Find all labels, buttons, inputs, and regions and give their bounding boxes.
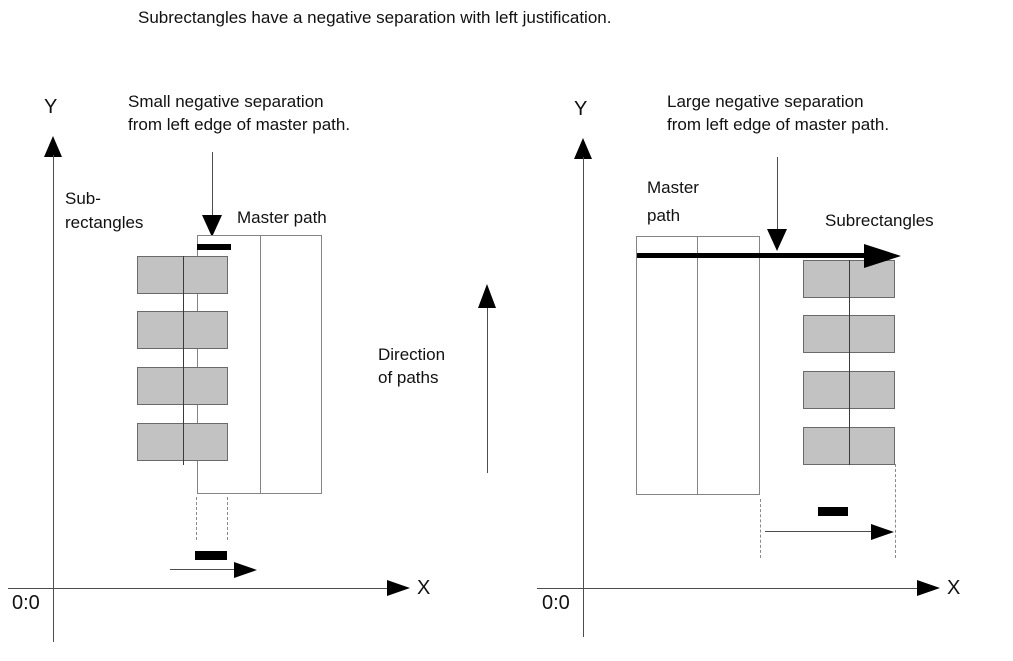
y-axis-label: Y xyxy=(44,96,58,118)
annotation-line: Small negative separation xyxy=(128,92,324,111)
offset-bar xyxy=(195,551,227,560)
master-path-label: Master path xyxy=(647,174,699,230)
subrectangle xyxy=(137,256,228,294)
y-axis-line xyxy=(583,157,584,637)
origin-label: 0:0 xyxy=(542,592,570,614)
direction-label-line: of paths xyxy=(378,368,439,387)
separation-pointer-arrow-icon xyxy=(202,215,222,237)
subrectangle xyxy=(137,367,228,405)
y-axis-arrow-icon xyxy=(574,138,592,159)
offset-arrow-line xyxy=(765,531,875,532)
dashed-guide-right xyxy=(895,464,896,558)
master-path-label-line: path xyxy=(647,206,681,225)
direction-label-line: Direction xyxy=(378,345,446,364)
dashed-guide-right xyxy=(227,497,228,540)
master-path-center-line xyxy=(260,236,261,493)
separation-pointer-line xyxy=(777,157,778,229)
subrectangles-label-line: rectangles xyxy=(65,213,144,232)
separation-arrow-line xyxy=(637,253,867,258)
subrectangles-label: Subrectangles xyxy=(825,211,934,230)
master-path-center-line xyxy=(697,237,698,494)
subrectangles-label: Sub- rectangles xyxy=(65,187,143,235)
figure-title: Subrectangles have a negative separation… xyxy=(138,8,612,27)
x-axis-line xyxy=(537,588,917,589)
annotation-large-negative-separation: Large negative separation from left edge… xyxy=(667,90,889,136)
y-axis-arrow-icon xyxy=(44,136,62,157)
direction-arrow-line xyxy=(487,308,488,473)
subrectangles-label-line: Sub- xyxy=(65,189,101,208)
master-path-rect xyxy=(636,236,760,495)
separation-arrow-icon xyxy=(864,244,901,268)
subrectangle xyxy=(137,311,228,349)
direction-arrow-icon xyxy=(478,284,496,308)
x-axis-arrow-icon xyxy=(917,580,940,596)
subrectangle-center-line xyxy=(849,260,850,465)
x-axis-arrow-icon xyxy=(387,580,410,596)
dashed-guide-left xyxy=(196,497,197,540)
subrectangle xyxy=(137,423,228,461)
annotation-small-negative-separation: Small negative separation from left edge… xyxy=(128,90,350,136)
x-axis-label: X xyxy=(417,577,431,599)
y-axis-label: Y xyxy=(574,98,588,120)
direction-label: Direction of paths xyxy=(378,343,445,389)
annotation-line: from left edge of master path. xyxy=(667,115,890,134)
subrectangle-center-line xyxy=(183,256,184,465)
offset-arrow-icon xyxy=(871,524,894,540)
dashed-guide-left xyxy=(760,499,761,558)
x-axis-line xyxy=(8,588,387,589)
subrectangle-stack xyxy=(137,256,228,461)
origin-label: 0:0 xyxy=(12,592,40,614)
x-axis-label: X xyxy=(947,577,961,599)
master-path-label: Master path xyxy=(237,208,327,227)
y-axis-line xyxy=(53,155,54,642)
separation-pointer-arrow-icon xyxy=(767,229,787,251)
separation-pointer-line xyxy=(212,152,213,215)
master-path-label-line: Master xyxy=(647,178,699,197)
offset-bar xyxy=(818,507,848,516)
separation-bar xyxy=(197,244,231,250)
annotation-line: from left edge of master path. xyxy=(128,115,351,134)
annotation-line: Large negative separation xyxy=(667,92,864,111)
offset-arrow-line xyxy=(170,569,234,570)
offset-arrow-icon xyxy=(234,562,257,578)
